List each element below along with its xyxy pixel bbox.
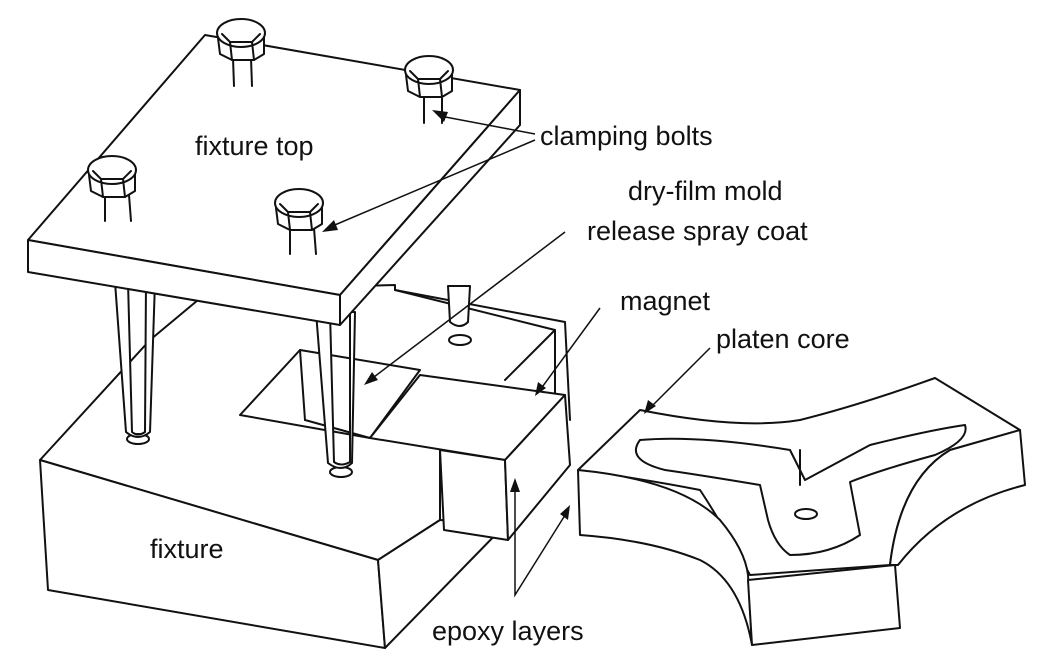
clamping-bolt-shanks <box>114 281 471 469</box>
bolt-hole <box>448 334 472 346</box>
arrowhead <box>644 400 656 414</box>
leader-epoxy-layers <box>514 485 568 598</box>
fixture-top-plate-side <box>339 89 521 326</box>
magnet-block <box>369 374 571 541</box>
label-mold-release-line2: release spray coat <box>587 216 808 246</box>
label-mold-release-line1: dry-film mold <box>628 176 783 206</box>
magnet-side-face <box>504 394 571 541</box>
clamping-bolt <box>87 155 137 222</box>
label-fixture: fixture <box>150 534 224 564</box>
clamping-bolts <box>87 18 454 255</box>
platen-core-hole <box>794 508 818 520</box>
label-magnet: magnet <box>620 286 711 316</box>
label-fixture-top: fixture top <box>195 131 314 161</box>
leader-clamping-bolts-1 <box>439 115 536 135</box>
arrowhead <box>560 505 570 520</box>
leader-clamping-bolts-2 <box>329 139 536 228</box>
arrowhead <box>322 220 338 232</box>
arrowhead <box>364 372 378 385</box>
magnet-front-face <box>439 449 509 541</box>
arrowhead <box>535 382 546 396</box>
leader-platen-core <box>649 347 711 409</box>
leader-lines <box>322 110 711 598</box>
arrowhead <box>432 110 448 122</box>
leader-magnet <box>539 307 601 391</box>
fixture-block <box>39 284 571 649</box>
platen-core-front-face <box>747 564 901 646</box>
label-epoxy-layers: epoxy layers <box>432 616 584 646</box>
platen-core-slot <box>634 424 967 556</box>
platen-core <box>577 377 1026 646</box>
label-platen-core: platen core <box>716 324 850 354</box>
leader-mold-release <box>369 231 566 381</box>
arrowhead <box>510 478 520 492</box>
platen-core-right-face <box>889 429 1026 566</box>
clamping-bolt <box>216 18 266 87</box>
label-clamping-bolts: clamping bolts <box>540 121 713 151</box>
clamping-bolt <box>274 188 324 255</box>
fixture-top-plate <box>27 34 521 326</box>
